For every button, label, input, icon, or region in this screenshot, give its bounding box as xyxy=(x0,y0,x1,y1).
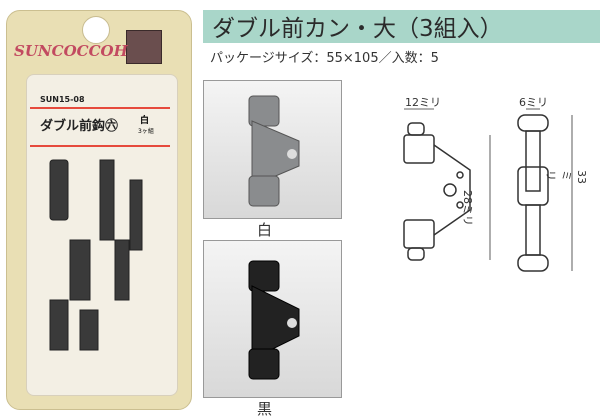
hang-hole xyxy=(82,16,110,44)
photo-black xyxy=(203,240,342,398)
product-code: SUN15-08 xyxy=(40,95,85,104)
photo-label-black: 黒 xyxy=(257,400,273,418)
rooster-logo-icon xyxy=(126,30,162,64)
title-band xyxy=(203,10,600,43)
package-count: 3ヶ組 xyxy=(138,128,154,135)
dimension-front-height: 28ミリ xyxy=(461,190,474,226)
dimension-diagrams xyxy=(403,108,573,272)
package-hooks xyxy=(49,159,143,351)
package-product-name: ダブル前鈎㊅ xyxy=(40,119,119,134)
photo-white xyxy=(203,80,342,219)
divider xyxy=(30,145,170,147)
photo-label-white: 白 xyxy=(257,221,273,239)
dimension-front-width: 12ミリ xyxy=(405,96,441,109)
package-color: 白 xyxy=(140,116,150,126)
package-info: パッケージサイズ：55×105／入数：5 xyxy=(210,51,439,66)
dimension-side-height: 33ミリ xyxy=(544,170,588,184)
brand-logo: SUNCOCCOH xyxy=(14,42,128,60)
page-title: ダブル前カン・大（3組入） xyxy=(212,16,503,42)
dimension-side-width: 6ミリ xyxy=(519,96,548,109)
divider xyxy=(30,107,170,109)
